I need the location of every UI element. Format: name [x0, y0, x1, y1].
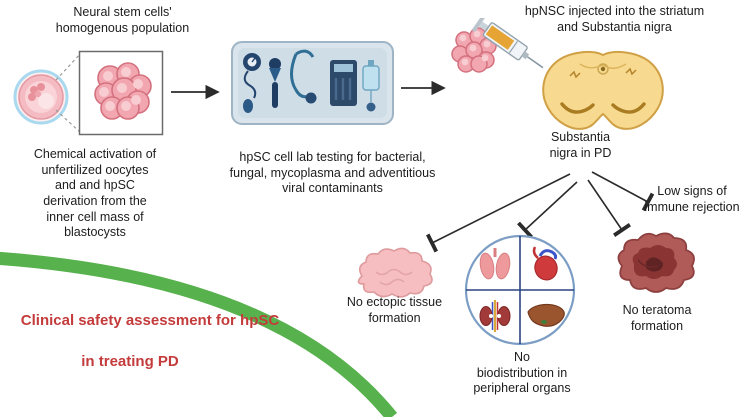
oocyte-icon — [13, 69, 69, 125]
teratoma-label: No teratoma formation — [622, 303, 692, 333]
banner-arc-icon — [0, 251, 398, 417]
derivation-label: Chemical activation of unfertilized oocy… — [33, 147, 157, 240]
organs-icon — [464, 234, 576, 346]
population-label: Neural stem cells' homogenous population — [55, 5, 190, 35]
arrow-1-icon — [171, 84, 220, 100]
kidneys-icon — [479, 300, 511, 332]
injection-label: hpNSC injected into the striatum and Sub… — [524, 4, 705, 34]
inhibition-arrow-icon — [425, 171, 655, 253]
lab-testing-label: hpSC cell lab testing for bacterial, fun… — [229, 150, 436, 196]
banner-title-line2: in treating PD — [81, 353, 179, 370]
biodistribution-label: No biodistribution in peripheral organs — [473, 350, 571, 396]
ectopic-label: No ectopic tissue formation — [346, 295, 443, 325]
lungs-icon — [479, 248, 511, 280]
brain-section-icon — [542, 51, 664, 130]
teratoma-icon — [617, 232, 695, 293]
banner-title-line1: Clinical safety assessment for hpSC — [20, 312, 280, 329]
lab-equipment-icon — [231, 41, 394, 125]
immune-label: Low signs of immune rejection — [644, 184, 740, 214]
cell-cluster-box-icon — [78, 50, 164, 136]
liver-icon — [527, 303, 565, 327]
syringe-icon — [472, 18, 544, 69]
arrow-2-icon — [401, 80, 446, 96]
brain-region-label: Substantia nigra in PD — [549, 130, 612, 160]
magnify-dashed-lines — [55, 51, 83, 135]
ectopic-tissue-icon — [357, 247, 433, 298]
heart-icon — [532, 246, 558, 281]
